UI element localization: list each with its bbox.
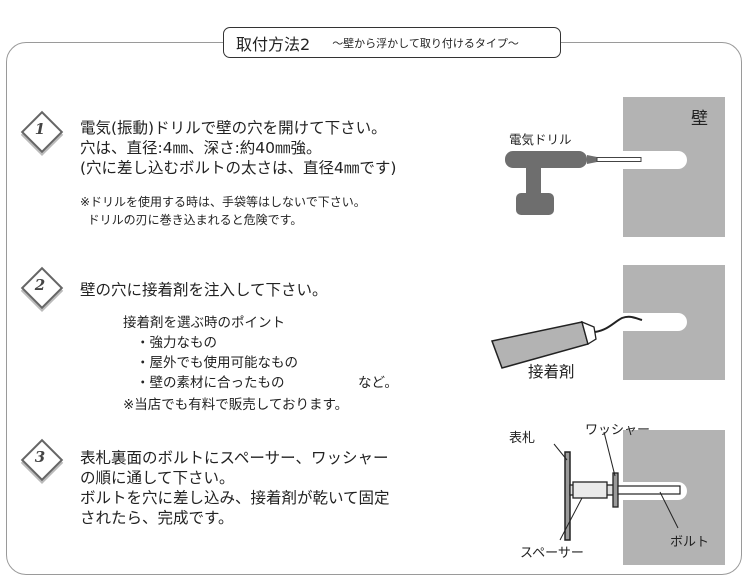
drill-handle	[526, 167, 541, 197]
step-2-tips-suffix: など。	[358, 375, 398, 391]
wall-2-hole	[623, 313, 687, 331]
drill-body	[505, 151, 587, 168]
step-2-number: 2	[34, 276, 46, 294]
step-1-text: 電気(振動)ドリルで壁の穴を開けて下さい。 穴は、直径:4㎜、深さ:約40㎜強。…	[80, 119, 397, 177]
step-2-tips-title: 接着剤を選ぶ時のポイント	[123, 315, 285, 331]
washer-label: ワッシャー	[585, 423, 651, 438]
adhesive-illustration	[490, 315, 643, 369]
drill-bit	[596, 157, 642, 162]
adhesive-label: 接着剤	[528, 363, 575, 381]
drill-illustration	[505, 151, 642, 215]
assembly-illustration	[553, 431, 681, 541]
bolt	[617, 485, 681, 495]
step-2-tip-2: ・屋外でも使用可能なもの	[136, 355, 298, 371]
step-2-tip-3: ・壁の素材に合ったもの	[136, 375, 285, 391]
adhesive-nozzle	[594, 315, 643, 333]
step-2-text: 壁の穴に接着剤を注入して下さい。	[80, 281, 328, 299]
washer	[612, 472, 619, 508]
spacer	[572, 481, 608, 499]
spacer-label: スペーサー	[520, 546, 584, 561]
bolt-label: ボルト	[670, 535, 710, 550]
step-1-note: ※ドリルを使用する時は、手袋等はしないで下さい。 ドリルの刃に巻き込まれると危険…	[80, 195, 366, 227]
wall-label: 壁	[691, 109, 708, 129]
wall-1-hole	[623, 151, 687, 169]
step-3-text: 表札裏面のボルトにスペーサー、ワッシャー の順に通して下さい。 ボルトを穴に差し…	[80, 449, 390, 527]
step-2-tip-1: ・強力なもの	[136, 335, 217, 351]
page-title: 取付方法2	[236, 34, 311, 54]
page-subtitle: ～壁から浮かして取り付けるタイプ～	[332, 36, 519, 50]
step-1-number: 1	[34, 120, 46, 138]
nameplate	[564, 451, 571, 541]
step-2-note: ※当店でも有料で販売しております。	[123, 397, 349, 413]
step-3-number: 3	[34, 448, 46, 466]
drill-battery	[516, 193, 554, 215]
title-box: 取付方法2 ～壁から浮かして取り付けるタイプ～	[223, 27, 561, 58]
nameplate-label: 表札	[509, 431, 536, 446]
drill-label: 電気ドリル	[509, 132, 572, 147]
